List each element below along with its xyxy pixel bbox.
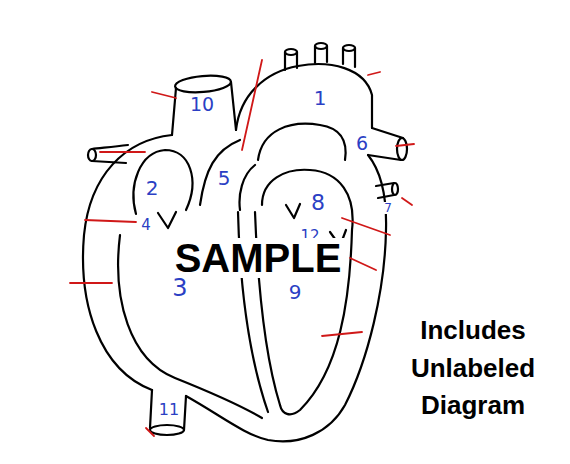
callout-number: 2 [145, 178, 160, 198]
callout-number: 3 [171, 276, 188, 300]
aorta-wall [236, 64, 372, 130]
ventricle-wall [262, 170, 353, 415]
watermark: SAMPLE [172, 238, 345, 278]
vessel-opening [392, 183, 398, 195]
leader-line [242, 60, 262, 150]
pulmonary-vein-wall [372, 128, 403, 138]
pulmonary-vein-wall [368, 155, 401, 160]
vessel-wall [92, 145, 128, 149]
callout-number: 10 [189, 95, 215, 114]
vessel-opening [174, 74, 231, 95]
vessel-opening [315, 43, 327, 49]
vessel-opening [397, 138, 407, 160]
vessel-opening [150, 425, 184, 435]
callout-number: 9 [288, 282, 303, 302]
leader-line [342, 218, 390, 235]
callout-number: 7 [383, 202, 393, 214]
leader-line [152, 92, 176, 98]
leader-line [322, 332, 362, 336]
pulmonary-artery-wall [240, 165, 255, 210]
heart-outline [186, 155, 386, 441]
atrium-wall [134, 150, 193, 214]
pulmonary-artery-wall [200, 140, 240, 205]
leader-line [350, 258, 376, 270]
leader-line [368, 72, 380, 75]
callout-number: 6 [355, 134, 369, 153]
vena-cava-wall [172, 88, 176, 135]
heart-valve [286, 204, 300, 218]
heart-outline [83, 135, 172, 390]
leader-line [402, 198, 412, 205]
leader-line [396, 144, 414, 146]
vessel-wall [92, 161, 126, 163]
leader-line [146, 428, 154, 436]
vena-cava-wall [184, 396, 186, 430]
callout-number: 1 [313, 88, 328, 108]
vena-cava-wall [231, 82, 236, 130]
callout-number: 11 [158, 402, 180, 418]
note-text: Includes Unlabeled Diagram [392, 312, 554, 425]
callout-number: 5 [217, 168, 232, 188]
leader-line [100, 151, 145, 153]
callout-number: 4 [140, 218, 152, 233]
leader-line [85, 220, 136, 222]
vena-cava-wall [150, 390, 152, 428]
heart-valve [158, 212, 176, 228]
vessel-opening [88, 149, 96, 161]
leader-line [70, 282, 112, 284]
vessel-opening [343, 45, 355, 51]
vessel-opening [285, 49, 297, 55]
callout-number: 8 [310, 192, 326, 214]
aorta-wall [258, 124, 346, 160]
